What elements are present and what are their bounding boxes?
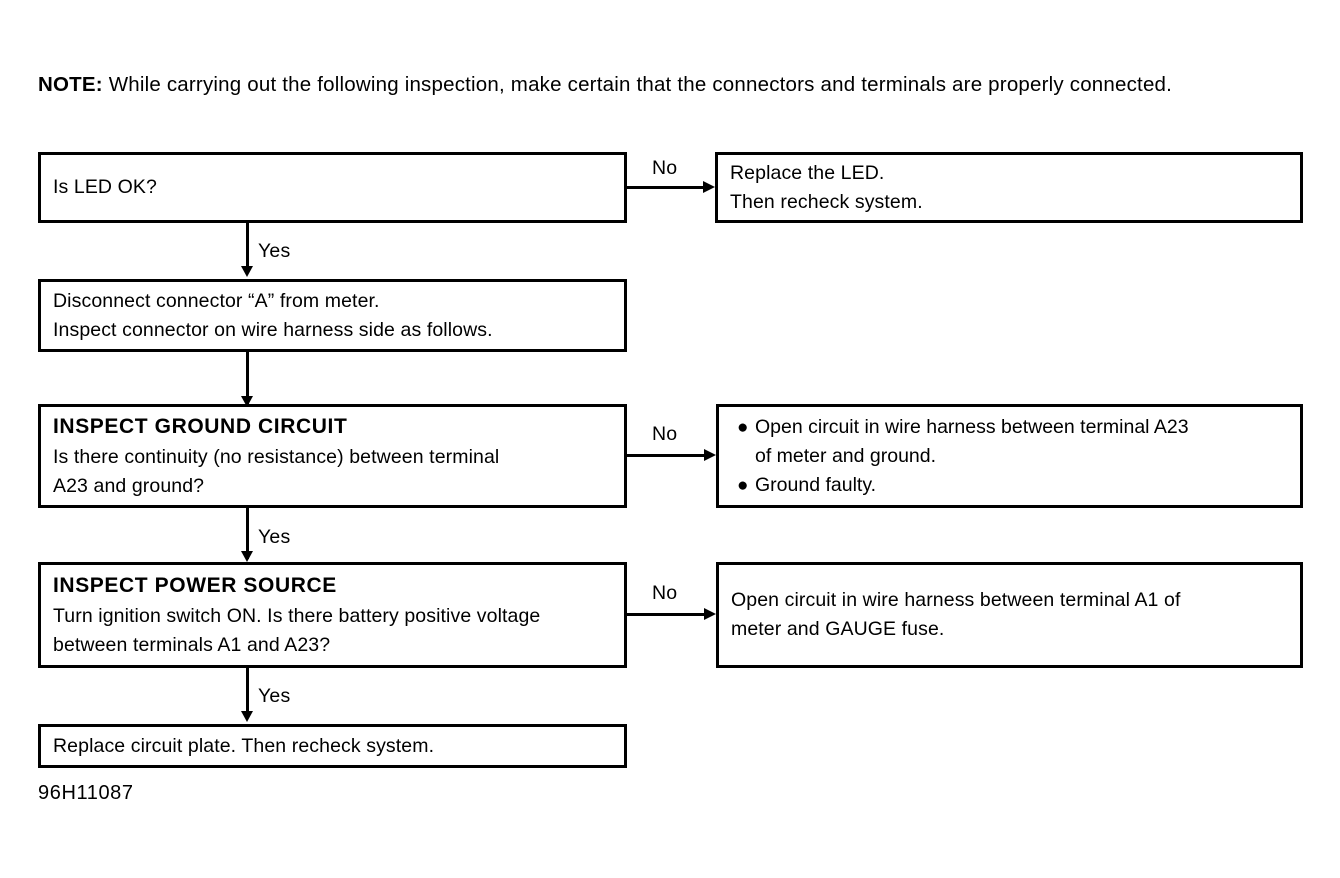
bullet-icon: ● (737, 474, 749, 496)
note-text: While carrying out the following inspect… (108, 73, 1173, 96)
arrow-yes-1 (241, 266, 253, 277)
connector-yes-2 (246, 508, 249, 559)
node-replace-led-line-2: Then recheck system. (730, 190, 923, 213)
edge-label-yes-1: Yes (258, 240, 291, 262)
bullet-icon: ● (737, 416, 749, 438)
node-power-fault[interactable]: Open circuit in wire harness between ter… (716, 562, 1303, 668)
connector-yes-1 (246, 223, 249, 273)
edge-label-yes-2: Yes (258, 526, 291, 548)
node-inspect-power-source-line-2: between terminals A1 and A23? (53, 633, 331, 656)
connector-yes-3 (246, 668, 249, 718)
node-is-led-ok[interactable]: Is LED OK? (38, 152, 627, 223)
arrow-yes-3 (241, 711, 253, 722)
arrow-no-3 (704, 608, 716, 620)
node-disconnect-connector-line-1: Disconnect connector “A” from meter. (53, 289, 380, 312)
arrow-no-2 (704, 449, 716, 461)
edge-label-yes-3: Yes (258, 685, 291, 707)
ground-faults-bullet-1: ● Open circuit in wire harness between t… (737, 413, 1288, 471)
ground-faults-bullet-2-text: Ground faulty. (755, 473, 877, 496)
node-inspect-ground-circuit-line-1: Is there continuity (no resistance) betw… (53, 445, 500, 468)
note-label: NOTE: (38, 73, 103, 96)
edge-label-no-1: No (652, 157, 678, 179)
connector-no-1 (627, 186, 705, 189)
node-power-fault-line-1: Open circuit in wire harness between ter… (731, 589, 1181, 611)
node-inspect-power-source-line-1: Turn ignition switch ON. Is there batter… (53, 604, 541, 627)
arrow-yes-2 (241, 551, 253, 562)
figure-id: 96H11087 (38, 782, 134, 804)
node-disconnect-connector-line-2: Inspect connector on wire harness side a… (53, 318, 493, 341)
arrow-to-ground-circuit (241, 396, 253, 407)
node-disconnect-connector[interactable]: Disconnect connector “A” from meter. Ins… (38, 279, 627, 352)
connector-to-ground-circuit (246, 352, 249, 404)
edge-label-no-3: No (652, 582, 678, 604)
node-inspect-ground-circuit-heading: INSPECT GROUND CIRCUIT (53, 414, 348, 438)
node-inspect-power-source-heading: INSPECT POWER SOURCE (53, 573, 337, 597)
node-replace-circuit-plate-line-1: Replace circuit plate. Then recheck syst… (53, 734, 435, 757)
ground-faults-bullet-1-text: Open circuit in wire harness between ter… (755, 415, 1189, 467)
node-is-led-ok-line-1: Is LED OK? (53, 176, 157, 198)
node-power-fault-line-2: meter and GAUGE fuse. (731, 618, 945, 640)
node-inspect-ground-circuit-line-2: A23 and ground? (53, 474, 205, 497)
connector-no-2 (627, 454, 706, 457)
node-replace-circuit-plate[interactable]: Replace circuit plate. Then recheck syst… (38, 724, 627, 768)
node-ground-faults[interactable]: ● Open circuit in wire harness between t… (716, 404, 1303, 508)
node-replace-led-line-1: Replace the LED. (730, 161, 885, 184)
note-paragraph: NOTE: While carrying out the following i… (38, 70, 1308, 100)
ground-faults-bullet-2: ● Ground faulty. (737, 471, 1288, 500)
edge-label-no-2: No (652, 423, 678, 445)
arrow-no-1 (703, 181, 715, 193)
node-inspect-ground-circuit[interactable]: INSPECT GROUND CIRCUIT Is there continui… (38, 404, 627, 508)
node-replace-led[interactable]: Replace the LED. Then recheck system. (715, 152, 1303, 223)
node-inspect-power-source[interactable]: INSPECT POWER SOURCE Turn ignition switc… (38, 562, 627, 668)
connector-no-3 (627, 613, 706, 616)
